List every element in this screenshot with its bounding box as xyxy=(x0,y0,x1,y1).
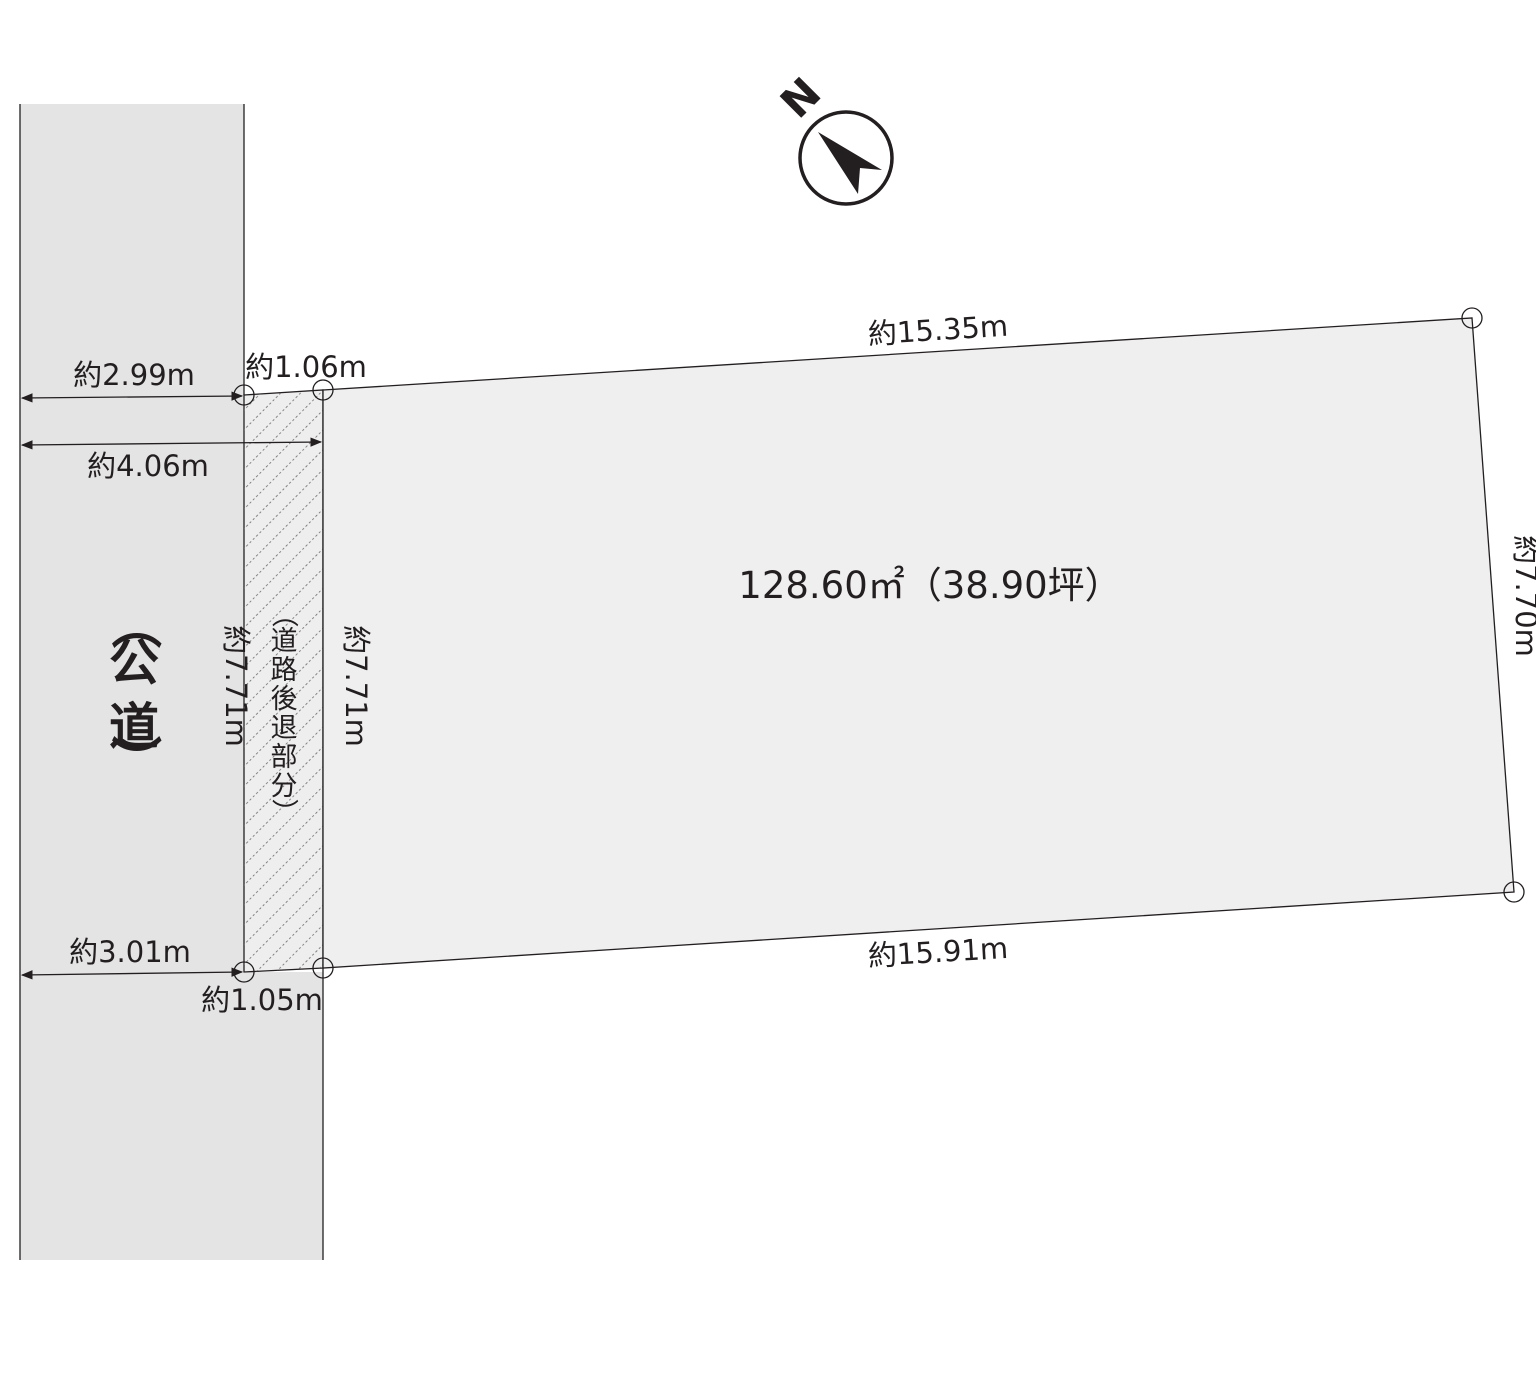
setback-label-char: 路 xyxy=(271,655,298,686)
setback-label-paren-close: ） xyxy=(268,799,299,826)
right-edge-length: 約7.70m xyxy=(1509,535,1536,657)
boundary-marker xyxy=(312,379,334,401)
boundary-marker xyxy=(1503,881,1525,903)
road-label-paren-close: ） xyxy=(106,735,164,785)
road-label-paren-open: （ xyxy=(106,599,164,649)
road-width-bottom: 約3.01m xyxy=(69,935,191,969)
road-width-total-arrow xyxy=(20,437,323,450)
setback-label-char: 道 xyxy=(271,626,298,657)
public-road xyxy=(20,104,244,1260)
road-label: （ 公 道 ） xyxy=(106,599,164,785)
setback-label-paren-open: （ xyxy=(268,601,299,628)
setback-bottom-width: 約1.05m xyxy=(201,983,323,1017)
setback-top-width: 約1.06m xyxy=(245,350,367,384)
road-label-char: 道 xyxy=(109,698,159,756)
setback-label-char: 部 xyxy=(271,742,298,773)
setback-label-char: 退 xyxy=(271,713,298,744)
plot-area: 128.60㎡（38.90坪） xyxy=(738,564,1121,607)
boundary-marker xyxy=(1461,307,1483,329)
setback-label-char: 後 xyxy=(271,684,298,715)
road-width-top: 約2.99m xyxy=(73,358,195,392)
road-width-bottom-arrow xyxy=(20,967,244,980)
road-width-top-arrow xyxy=(20,391,244,403)
road-width-total: 約4.06m xyxy=(87,449,209,483)
setback-hatch xyxy=(244,390,323,972)
bottom-edge-length: 約15.91m xyxy=(867,931,1009,973)
road-extension xyxy=(244,972,323,1260)
land-plot xyxy=(322,317,1515,969)
setback-label: （ 道 路 後 退 部 分 ） xyxy=(268,601,299,826)
setback-right-edge-length: 約7.71m xyxy=(339,625,373,747)
north-arrow-icon: N xyxy=(771,68,894,206)
setback-left-edge-length: 約7.71m xyxy=(219,625,253,747)
setback-label-char: 分 xyxy=(271,771,298,802)
road-label-char: 公 xyxy=(109,634,159,692)
top-edge-length: 約15.35m xyxy=(867,309,1009,352)
boundary-marker xyxy=(312,957,334,979)
